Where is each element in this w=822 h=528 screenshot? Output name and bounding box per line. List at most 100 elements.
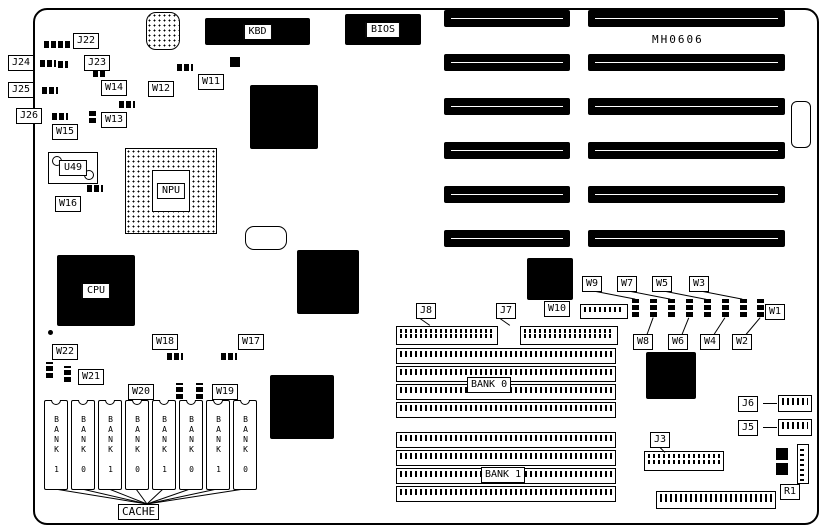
j8-connector (396, 326, 498, 345)
isa-slot-3-right (588, 98, 785, 115)
r1-component-b (776, 463, 788, 475)
jumper-label-w13: W13 (101, 112, 128, 128)
cpu-label: CPU (81, 282, 111, 299)
j23-jumper (58, 61, 68, 68)
w11-jumper (230, 57, 240, 67)
jumper-label-j23: J23 (84, 55, 111, 71)
cache-label: CACHE (118, 504, 160, 520)
jumper-label-w19: W19 (212, 384, 239, 400)
jumper-label-w5: W5 (652, 276, 673, 292)
j24-jumper (40, 60, 56, 67)
w16-jumper (87, 185, 103, 192)
cache-chip-5-label: BANK 1 (160, 415, 169, 475)
kbd-label: KBD (243, 23, 272, 40)
w13-jumper (119, 101, 135, 108)
jumper-label-j26: J26 (16, 108, 43, 124)
simm-socket-bank1-1 (396, 432, 616, 448)
w14-jumper (93, 70, 105, 77)
jumper-label-w20: W20 (128, 384, 155, 400)
cache-chip-1-label: BANK 1 (52, 415, 61, 475)
isa-slot-1-right (588, 10, 785, 27)
isa-slot-3-left (444, 98, 570, 115)
npu-socket: NPU (125, 148, 217, 234)
right-edge-connector (791, 101, 811, 148)
resistor-label-r1: R1 (780, 484, 801, 500)
oscillator (146, 12, 180, 50)
jumper-label-w2: W2 (732, 334, 753, 350)
jumper-label-w9: W9 (582, 276, 603, 292)
jumper-label-w7: W7 (617, 276, 638, 292)
jumper-label-w4: W4 (700, 334, 721, 350)
isa-slot-5-right (588, 186, 785, 203)
jumper-label-j22: J22 (73, 33, 100, 49)
w4-jumper (722, 299, 729, 317)
w12-jumper (177, 64, 193, 71)
bios-label: BIOS (365, 21, 401, 38)
cache-chip-2: BANK 0 (71, 400, 95, 490)
j5-leader (763, 427, 777, 428)
jumper-label-j25: J25 (8, 82, 35, 98)
isa-slot-2-left (444, 54, 570, 71)
bank1-label: BANK 1 (481, 467, 526, 483)
isa-slot-6-right (588, 230, 785, 247)
jumper-label-w11: W11 (198, 74, 225, 90)
qfp-chip-bottom-right (646, 352, 696, 399)
w10-jumper-block (580, 304, 628, 319)
w8-jumper (650, 299, 657, 317)
bottom-edge-connector (656, 491, 776, 509)
w15-jumper (89, 109, 96, 123)
jumper-label-w21: W21 (78, 369, 105, 385)
cpu-chip: CPU (57, 255, 135, 326)
j6-connector (778, 395, 812, 412)
r1-component-a (776, 448, 788, 460)
cache-chip-6: BANK 0 (179, 400, 203, 490)
cache-chip-8-label: BANK 0 (241, 415, 250, 475)
cache-chip-6-label: BANK 0 (187, 415, 196, 475)
jumper-label-w6: W6 (668, 334, 689, 350)
jumper-label-w17: W17 (238, 334, 265, 350)
jumper-label-w15: W15 (52, 124, 79, 140)
jumper-label-w8: W8 (633, 334, 654, 350)
w6-jumper (686, 299, 693, 317)
cpu-pin1-dot (48, 330, 53, 335)
j5-connector (778, 419, 812, 436)
simm-socket-bank1-4 (396, 486, 616, 502)
isa-slot-4-right (588, 142, 785, 159)
crystal (245, 226, 287, 250)
w17-jumper (221, 353, 237, 360)
bios-chip: BIOS (345, 14, 421, 45)
jumper-label-w12: W12 (148, 81, 175, 97)
jumper-label-w3: W3 (689, 276, 710, 292)
jumper-label-w16: W16 (55, 196, 82, 212)
qfp-chip-mid (297, 250, 359, 314)
qfp-chip-top (250, 85, 318, 149)
w19-jumper (196, 383, 203, 399)
jumper-label-j24: J24 (8, 55, 35, 71)
connector-label-j6: J6 (738, 396, 759, 412)
cache-chip-8: BANK 0 (233, 400, 257, 490)
u49-chip: U49 (48, 152, 98, 184)
simm-socket-bank0-1 (396, 348, 616, 364)
jumper-label-w10: W10 (544, 301, 571, 317)
simm-socket-bank1-2 (396, 450, 616, 466)
r1-resistor-pack (797, 444, 809, 484)
j22-jumper (44, 41, 70, 48)
u49-label: U49 (58, 160, 88, 176)
plcc-chip-right (527, 258, 573, 300)
w9-jumper (632, 299, 639, 317)
w2-jumper (757, 299, 764, 317)
board-outline (33, 8, 819, 525)
w3-jumper (740, 299, 747, 317)
jumper-label-w18: W18 (152, 334, 179, 350)
isa-slot-5-left (444, 186, 570, 203)
cache-leader-lines (54, 489, 245, 505)
w5-jumper (704, 299, 711, 317)
jumper-label-w14: W14 (101, 80, 128, 96)
j3-connector (644, 451, 724, 471)
jumper-label-w1: W1 (765, 304, 786, 320)
w18-jumper (167, 353, 183, 360)
j26-jumper (52, 113, 68, 120)
isa-slot-1-left (444, 10, 570, 27)
cache-chip-2-label: BANK 0 (79, 415, 88, 475)
connector-label-j7: J7 (496, 303, 517, 319)
